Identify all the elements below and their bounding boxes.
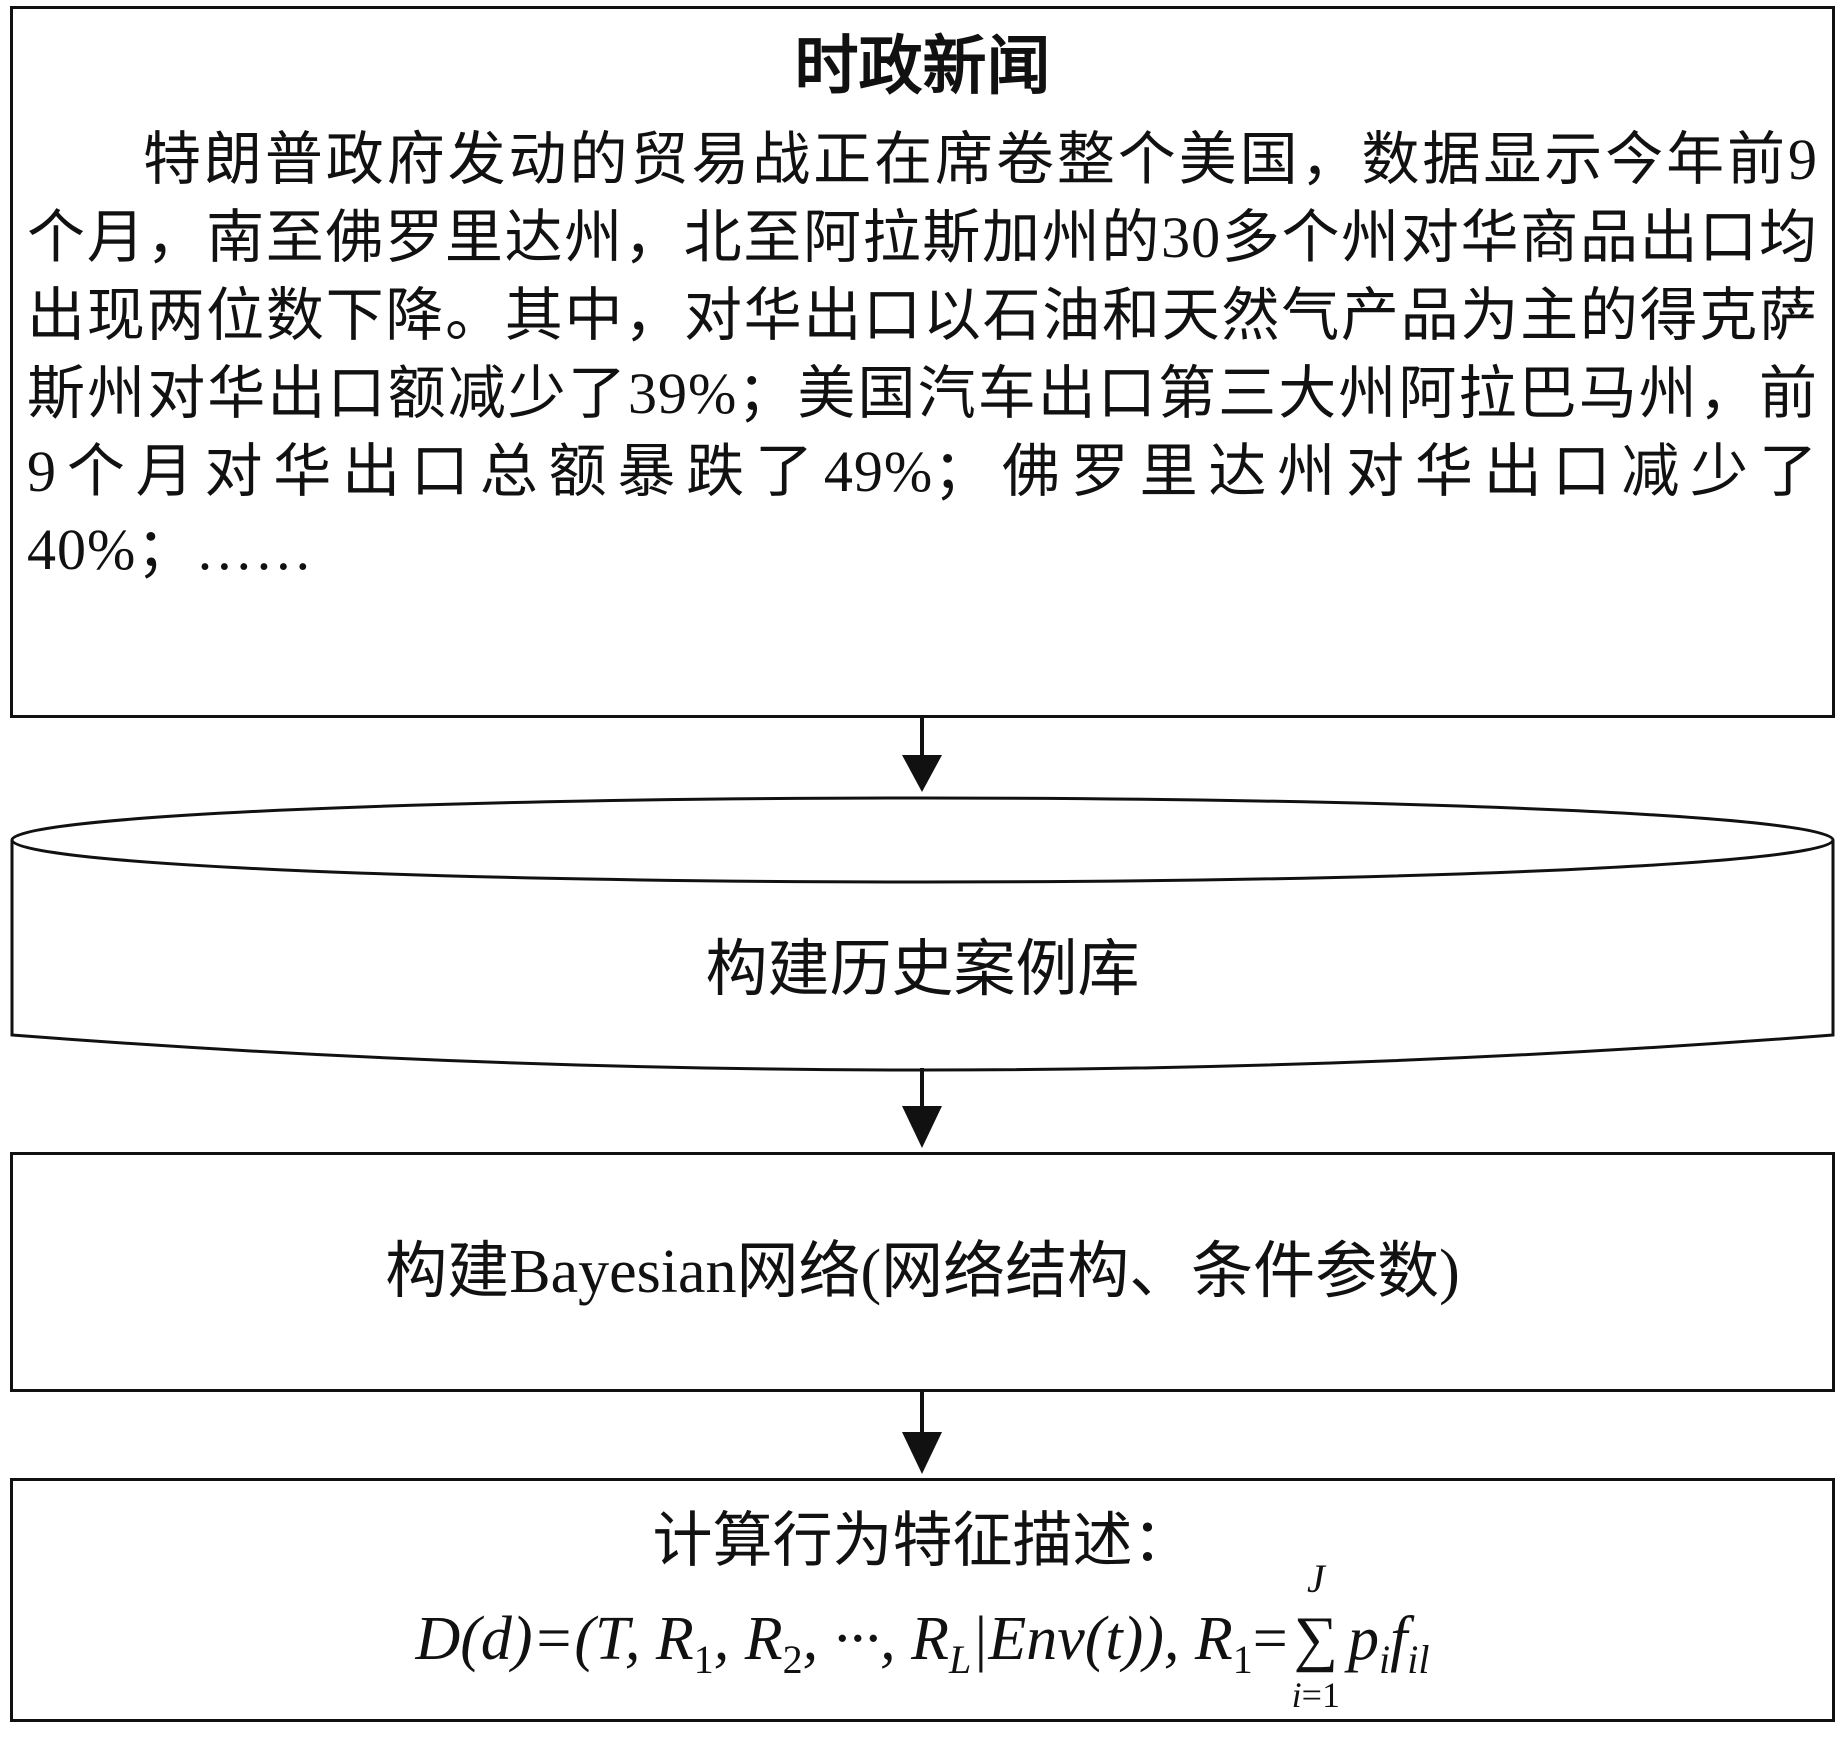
formula-dots: , ···, R (802, 1605, 950, 1673)
formula-p-sub: i (1378, 1637, 1391, 1682)
formula-lhs: D(d)=(T, R (415, 1605, 694, 1673)
sum-lower-var: i (1291, 1675, 1302, 1715)
arrow-bayes-to-calc (902, 1392, 942, 1474)
formula-rl-sub: L (949, 1637, 972, 1682)
formula-r2-sub: 2 (782, 1637, 803, 1682)
formula-p: p (1347, 1605, 1379, 1673)
sum-lower-limit: i=1 (1292, 1645, 1340, 1745)
sum-upper-limit: J (1306, 1556, 1325, 1601)
news-body: 特朗普政府发动的贸易战正在席卷整个美国，数据显示今年前9个月，南至佛罗里达州，北… (27, 127, 1818, 582)
sum-lower-rest: =1 (1301, 1675, 1340, 1715)
bayes-network-label: 构建Bayesian网络(网络结构、条件参数) (385, 1238, 1460, 1306)
bayes-network-box: 构建Bayesian网络(网络结构、条件参数) (10, 1152, 1835, 1392)
formula-eq: = (1252, 1605, 1288, 1673)
behavior-description-title: 计算行为特征描述： (652, 1508, 1193, 1574)
formula-r1b-sub: 1 (1232, 1637, 1253, 1682)
behavior-description-box: 计算行为特征描述： D(d)=(T, R1, R2, ···, RL|Env(t… (10, 1478, 1835, 1722)
sum-symbol: ∑ (1293, 1605, 1338, 1673)
formula-r2: , R (713, 1605, 783, 1673)
formula-env: |Env(t)), R (971, 1605, 1233, 1673)
formula-f: f (1390, 1605, 1408, 1673)
database-cylinder (10, 796, 1835, 1072)
formula-r1-sub: 1 (693, 1637, 714, 1682)
database-label: 构建历史案例库 (705, 936, 1140, 1004)
arrow-news-to-database (902, 718, 942, 792)
formula-f-sub: il (1407, 1637, 1430, 1682)
arrow-database-to-bayes (902, 1068, 942, 1148)
news-title: 时政新闻 (794, 31, 1051, 102)
news-box: 时政新闻 特朗普政府发动的贸易战正在席卷整个美国，数据显示今年前9个月，南至佛罗… (10, 6, 1835, 718)
